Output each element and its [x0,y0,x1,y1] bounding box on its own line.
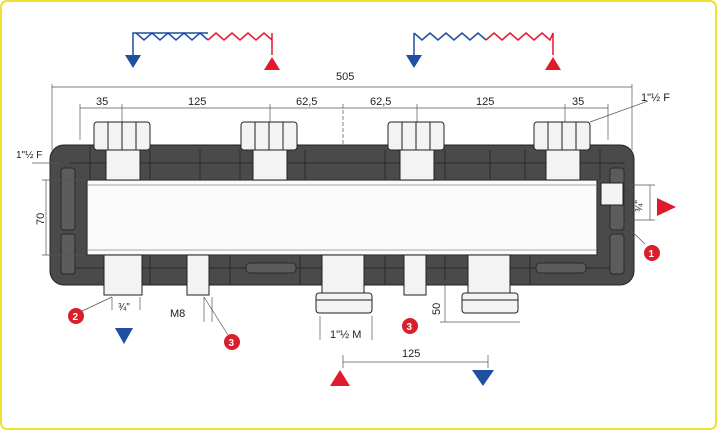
supply-out-arrow-icon [657,198,676,216]
top-fittings [93,121,591,181]
supply-arrow-icon [264,57,280,70]
side-port [600,182,624,206]
marker-badge-3: 3 [224,334,240,350]
circuit-icon-right [406,32,561,70]
thread-bottom-center: 1"½ M [330,329,361,341]
thread-bottom-left: ¾" [118,302,130,313]
return-arrow-icon [472,370,494,386]
supply-arrow-icon [330,370,350,386]
svg-text:3: 3 [229,338,235,349]
dim-125-left: 125 [188,96,206,108]
supply-arrow-icon [545,57,561,70]
dim-125-right: 125 [476,96,494,108]
bottom-fittings [103,254,519,314]
dim-62-right: 62,5 [370,96,391,108]
thread-left-upper: 1"½ F [16,150,42,161]
side-dimensions [32,162,655,368]
dim-height: 70 [35,213,47,225]
svg-text:2: 2 [73,312,79,323]
thread-right-side: ¾" [634,200,645,212]
circuit-icon-left [125,32,280,70]
dim-62-left: 62,5 [296,96,317,108]
dim-overall: 505 [336,71,354,83]
svg-text:1: 1 [649,249,655,260]
dim-outlet-depth: 50 [431,303,443,315]
dim-35-left: 35 [96,96,108,108]
thread-top-right: 1"½ F [641,92,670,104]
manifold-body [49,144,635,286]
return-arrow-icon [125,55,141,68]
dim-bottom-spacing: 125 [402,348,420,360]
mount-thread: M8 [170,308,185,320]
return-arrow-icon [406,55,422,68]
marker-badge-3-second: 3 [402,318,418,334]
marker-badge-1: 1 [644,245,660,261]
dim-35-right: 35 [572,96,584,108]
marker-badge-2: 2 [68,308,84,324]
svg-text:3: 3 [407,322,413,333]
return-arrow-icon [115,328,133,344]
